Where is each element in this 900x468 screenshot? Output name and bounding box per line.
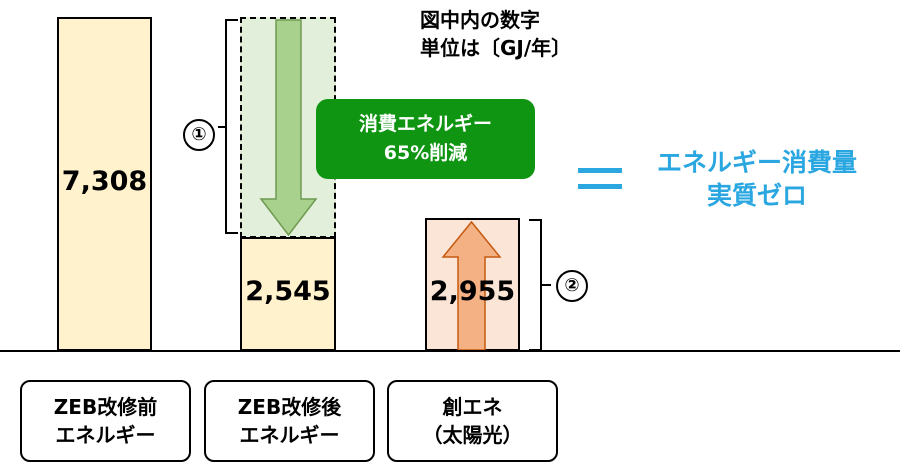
unit-note-line1: 図中内の数字 <box>420 8 540 32</box>
label-solar-line1: 創エネ <box>442 395 503 419</box>
marker-one: ① <box>183 119 215 151</box>
result-text: エネルギー消費量 実質ゼロ <box>632 146 882 212</box>
down-arrow <box>259 19 318 237</box>
reduction-callout: 消費エネルギー 65%削減 <box>316 99 535 179</box>
label-before: ZEB改修前 エネルギー <box>20 380 191 462</box>
marker-two: ② <box>556 270 588 302</box>
unit-note-line2: 単位は〔GJ/年〕 <box>420 36 572 60</box>
reduction-line1: 消費エネルギー <box>358 113 492 135</box>
equals-bar-bottom <box>578 184 622 189</box>
reduction-line2: 65%削減 <box>383 142 468 164</box>
before-value: 7,308 <box>61 166 148 197</box>
label-solar: 創エネ （太陽光） <box>387 380 558 462</box>
equals-bar-top <box>578 168 622 173</box>
label-after: ZEB改修後 エネルギー <box>204 380 375 462</box>
bracket-two <box>529 219 551 351</box>
result-line1: エネルギー消費量 <box>656 148 857 177</box>
bar-before-renovation <box>57 17 152 351</box>
after-value: 2,545 <box>245 276 331 307</box>
label-solar-line2: （太陽光） <box>422 423 523 447</box>
unit-note: 図中内の数字 単位は〔GJ/年〕 <box>420 6 571 62</box>
result-line2: 実質ゼロ <box>706 181 807 210</box>
label-after-line1: ZEB改修後 <box>237 395 342 419</box>
label-before-line2: エネルギー <box>55 423 156 447</box>
label-before-line1: ZEB改修前 <box>53 395 158 419</box>
solar-value: 2,955 <box>429 276 516 307</box>
label-after-line2: エネルギー <box>239 423 340 447</box>
up-arrow <box>441 220 502 351</box>
bracket-one <box>218 19 238 234</box>
baseline <box>0 350 900 352</box>
